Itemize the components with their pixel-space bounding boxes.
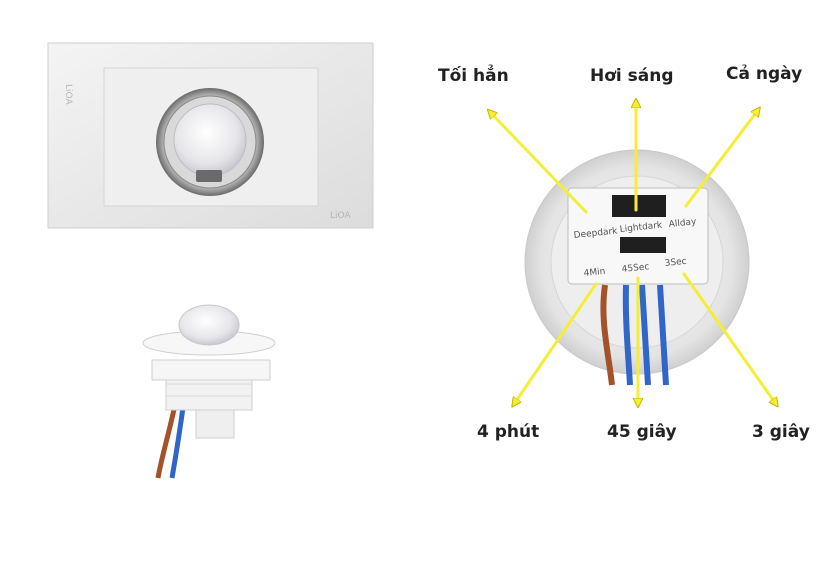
marking-45sec: 45Sec bbox=[621, 262, 650, 275]
wire-blue-right-1 bbox=[622, 284, 633, 386]
module-base bbox=[195, 409, 235, 439]
arrow-4-min bbox=[514, 282, 598, 404]
marking-3sec: 3Sec bbox=[664, 257, 687, 269]
marking-allday: Allday bbox=[668, 217, 697, 230]
label-all-day: Cả ngày bbox=[726, 64, 803, 84]
plate-brand-right: LiOA bbox=[330, 211, 351, 221]
wire-blue-right-2 bbox=[639, 284, 651, 386]
label-four-minutes: 4 phút bbox=[477, 422, 540, 442]
arrow-3-sec bbox=[682, 272, 776, 404]
marking-lightdark: Lightdark bbox=[619, 221, 663, 235]
arrow-all-day bbox=[684, 110, 758, 208]
module-nut bbox=[151, 359, 271, 381]
label-forty-five-seconds: 45 giây bbox=[607, 422, 677, 442]
sensor-lens bbox=[173, 103, 247, 177]
label-light-dark: Hơi sáng bbox=[590, 66, 674, 86]
wire-brown-right bbox=[600, 284, 615, 386]
arrows bbox=[490, 102, 776, 404]
label-deep-dark: Tối hẳn bbox=[438, 66, 509, 86]
pir-module bbox=[142, 304, 276, 479]
sensor-knob bbox=[196, 170, 222, 182]
wall-plate-sensor: LiOA LiOA bbox=[47, 42, 374, 229]
module-lens bbox=[178, 304, 240, 346]
dip-switch-mid bbox=[620, 237, 666, 253]
wire-blue-right-3 bbox=[657, 284, 669, 386]
marking-deepdark: Deepdark bbox=[573, 226, 618, 241]
dip-switch-top bbox=[612, 195, 666, 217]
plate-brand-left: LiOA bbox=[63, 84, 73, 105]
arrow-deep-dark bbox=[490, 112, 588, 214]
marking-4min: 4Min bbox=[583, 267, 606, 279]
label-three-seconds: 3 giây bbox=[752, 422, 810, 442]
